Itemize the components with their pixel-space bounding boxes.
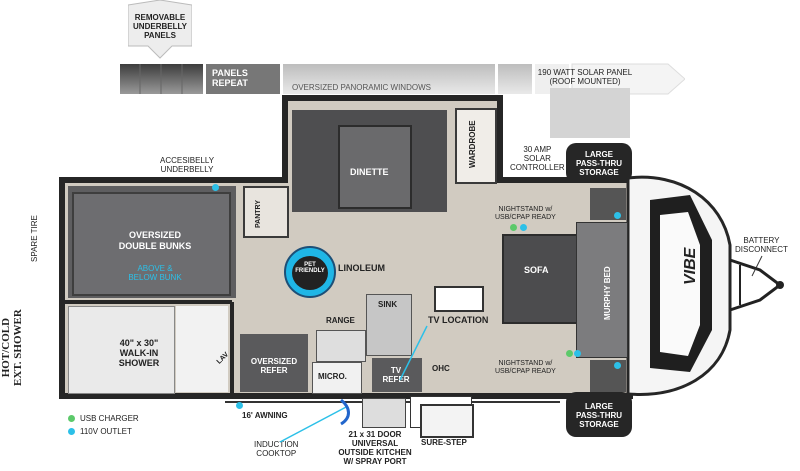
underbelly-arrow bbox=[127, 0, 193, 62]
microwave bbox=[312, 362, 362, 394]
usb-dot bbox=[510, 224, 517, 231]
ohc-label: OHC bbox=[432, 364, 450, 373]
legend-item-outlet: 110V OUTLET bbox=[68, 425, 178, 438]
above-below-label: ABOVE &BELOW BUNK bbox=[128, 264, 182, 282]
usb-dot-icon bbox=[68, 415, 75, 422]
dinette-label: DINETTE bbox=[350, 167, 389, 177]
bunk-mattress bbox=[72, 192, 231, 296]
micro-label: MICRO. bbox=[318, 372, 347, 381]
sure-step bbox=[420, 404, 474, 438]
nightstand-bottom-label: NIGHTSTAND w/USB/CPAP READY bbox=[495, 360, 556, 375]
awning-label: 16' AWNING bbox=[242, 411, 288, 420]
tv-icon bbox=[434, 286, 484, 312]
legend: USB CHARGER 110V OUTLET bbox=[68, 412, 178, 438]
nightstand-top-label: NIGHTSTAND w/USB/CPAP READY bbox=[495, 206, 556, 221]
sure-step-label: SURE-STEP bbox=[421, 438, 467, 447]
outlet-dot bbox=[212, 184, 219, 191]
murphy-bed bbox=[576, 222, 628, 358]
legend-label: USB CHARGER bbox=[80, 414, 139, 423]
outlet-dot bbox=[614, 362, 621, 369]
shower-room bbox=[68, 306, 175, 394]
solar-panel bbox=[550, 88, 630, 138]
outlet-dot bbox=[614, 212, 621, 219]
tv-refer-cabinet bbox=[372, 358, 422, 392]
panoramic-windows-label: OVERSIZED PANORAMIC WINDOWS bbox=[292, 83, 431, 92]
outlet-dot bbox=[520, 224, 527, 231]
usb-dot bbox=[566, 350, 573, 357]
outlet-dot-icon bbox=[68, 428, 75, 435]
range-unit bbox=[316, 330, 366, 362]
linoleum-label: LINOLEUM bbox=[338, 263, 385, 273]
roof-panel-strip bbox=[120, 62, 686, 96]
dinette-table bbox=[338, 125, 412, 209]
sink-counter bbox=[366, 294, 412, 356]
refrigerator bbox=[240, 334, 308, 392]
sofa-label: SOFA bbox=[524, 265, 549, 275]
solar-panel-label: 190 WATT SOLAR PANEL(ROOF MOUNTED) bbox=[537, 68, 633, 86]
outlet-dot bbox=[236, 402, 243, 409]
legend-label: 110V OUTLET bbox=[80, 427, 132, 436]
outside-kitchen-door bbox=[362, 398, 406, 428]
legend-item-usb: USB CHARGER bbox=[68, 412, 178, 425]
outlet-dot bbox=[574, 350, 581, 357]
sink-label: SINK bbox=[378, 300, 398, 309]
lav-room bbox=[176, 306, 228, 392]
range-label: RANGE bbox=[326, 316, 355, 325]
tv-location-label: TV LOCATION bbox=[428, 315, 489, 325]
wardrobe bbox=[455, 108, 497, 184]
pantry-cabinet bbox=[243, 186, 289, 238]
